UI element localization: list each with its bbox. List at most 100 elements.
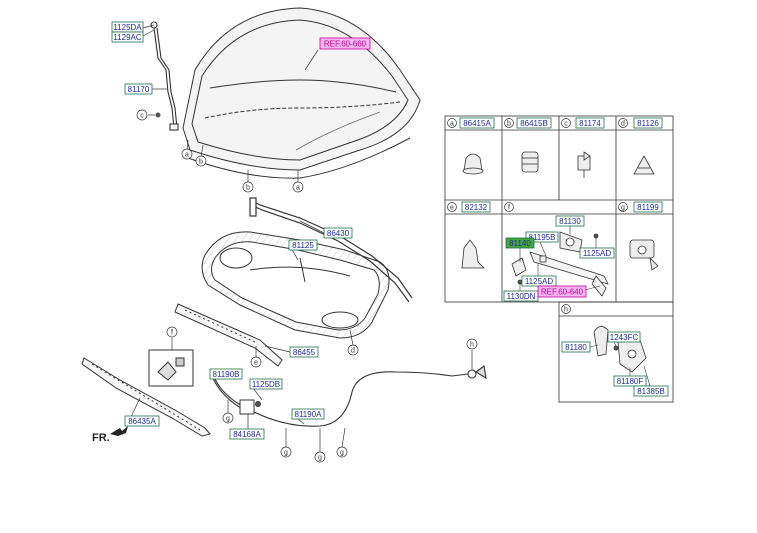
svg-text:c: c xyxy=(564,121,568,128)
seal-strip-86455 xyxy=(174,303,283,367)
callout-f: f xyxy=(504,202,514,212)
release-lever-drawing xyxy=(593,326,647,373)
svg-text:d: d xyxy=(351,348,355,355)
svg-text:1125AD: 1125AD xyxy=(525,277,554,286)
callout-d: d xyxy=(618,118,628,128)
svg-text:d: d xyxy=(621,121,625,128)
svg-text:g: g xyxy=(340,450,344,457)
callout-b: b xyxy=(242,181,254,193)
svg-text:1125DB: 1125DB xyxy=(252,380,280,389)
svg-text:f: f xyxy=(508,205,510,212)
svg-text:b: b xyxy=(199,159,203,166)
part-label: 86415B xyxy=(516,117,552,129)
part-label: 81170 xyxy=(124,83,153,95)
part-label: 86435A xyxy=(124,415,160,427)
hood-latch-assembly xyxy=(511,231,609,297)
callout-c: c xyxy=(136,109,148,121)
svg-text:f: f xyxy=(171,330,173,337)
hood-panel xyxy=(182,7,421,179)
part-label: 81126 xyxy=(633,117,663,129)
part-label-highlighted: 81140 xyxy=(505,237,535,249)
callout-a: a xyxy=(447,118,457,128)
insulator-86435A xyxy=(81,357,211,437)
svg-text:g: g xyxy=(621,205,625,212)
part-label: 82132 xyxy=(461,201,491,213)
svg-text:81180F: 81180F xyxy=(617,377,644,386)
part-label: 1125DB xyxy=(249,378,283,390)
svg-text:g: g xyxy=(226,416,230,423)
svg-text:FR.: FR. xyxy=(92,432,110,444)
callout-g: g xyxy=(314,451,326,463)
bumper-86415B-drawing xyxy=(521,151,539,173)
part-label: 1129AC xyxy=(111,31,144,43)
part-label: 81195B xyxy=(525,231,559,243)
detail-box-h xyxy=(558,301,674,403)
callout-g: g xyxy=(336,446,348,458)
part-label: 1243FC xyxy=(607,331,641,343)
svg-text:81385B: 81385B xyxy=(637,387,665,396)
svg-text:86415B: 86415B xyxy=(520,119,548,128)
svg-text:g: g xyxy=(318,455,322,462)
svg-text:86455: 86455 xyxy=(293,348,316,357)
part-label: 1125AD xyxy=(521,275,557,287)
svg-text:81199: 81199 xyxy=(637,203,659,212)
svg-text:h: h xyxy=(470,342,474,349)
svg-text:REF.60-640: REF.60-640 xyxy=(541,288,584,297)
part-label: 86415A xyxy=(459,117,495,129)
callout-a: a xyxy=(181,148,193,160)
svg-text:81180: 81180 xyxy=(565,343,587,352)
latch-81199-drawing xyxy=(629,239,659,271)
part-label: 81180F xyxy=(613,375,647,387)
svg-text:a: a xyxy=(185,152,189,159)
leader-lines xyxy=(129,24,473,452)
callout-e: e xyxy=(250,356,262,368)
callout-g: g xyxy=(280,446,292,458)
clip-81174-drawing xyxy=(577,151,591,178)
callout-g: g xyxy=(222,412,234,424)
svg-text:82132: 82132 xyxy=(465,203,488,212)
svg-text:h: h xyxy=(564,307,568,314)
part-label: 1130DN xyxy=(503,290,539,302)
svg-text:REF.60-660: REF.60-660 xyxy=(324,40,367,49)
part-label: 1125DA xyxy=(111,21,144,33)
svg-text:86415A: 86415A xyxy=(463,119,491,128)
svg-text:86435A: 86435A xyxy=(128,417,156,426)
part-label: 81199 xyxy=(633,201,663,213)
svg-text:1243FC: 1243FC xyxy=(610,333,639,342)
callout-e: e xyxy=(447,202,457,212)
svg-text:a: a xyxy=(450,121,454,128)
release-cable-81190A xyxy=(211,365,487,427)
sub-assembly-f xyxy=(148,349,194,387)
svg-text:1125AD: 1125AD xyxy=(583,249,612,258)
part-label: 84168A xyxy=(229,428,265,440)
svg-text:e: e xyxy=(254,360,258,367)
callout-b: b xyxy=(504,118,514,128)
front-direction-arrow: FR. xyxy=(92,426,128,444)
part-label: 81190B xyxy=(209,368,243,380)
part-label: 81125 xyxy=(288,239,318,251)
svg-text:81190B: 81190B xyxy=(213,370,240,379)
callout-c: c xyxy=(561,118,571,128)
part-label: 81174 xyxy=(575,117,605,129)
clip-82132-drawing xyxy=(461,239,485,269)
part-label: 81385B xyxy=(633,385,669,397)
svg-text:81126: 81126 xyxy=(637,119,659,128)
callout-d: d xyxy=(347,344,359,356)
svg-text:1130DN: 1130DN xyxy=(507,292,536,301)
callout-g: g xyxy=(618,202,628,212)
reference-label: REF.60-640 xyxy=(537,285,587,298)
svg-text:1129AC: 1129AC xyxy=(113,33,142,42)
reference-label: REF.60-660 xyxy=(319,37,371,50)
svg-text:81170: 81170 xyxy=(128,85,150,94)
part-label: 81190A xyxy=(291,408,325,420)
svg-text:g: g xyxy=(284,450,288,457)
callout-h: h xyxy=(466,338,478,350)
callout-h: h xyxy=(561,304,571,314)
svg-text:a: a xyxy=(296,185,300,192)
bumper-86415A-drawing xyxy=(462,153,484,175)
svg-text:b: b xyxy=(246,185,250,192)
svg-text:81125: 81125 xyxy=(292,241,314,250)
svg-text:84168A: 84168A xyxy=(233,430,261,439)
part-label: 81180 xyxy=(561,341,591,353)
